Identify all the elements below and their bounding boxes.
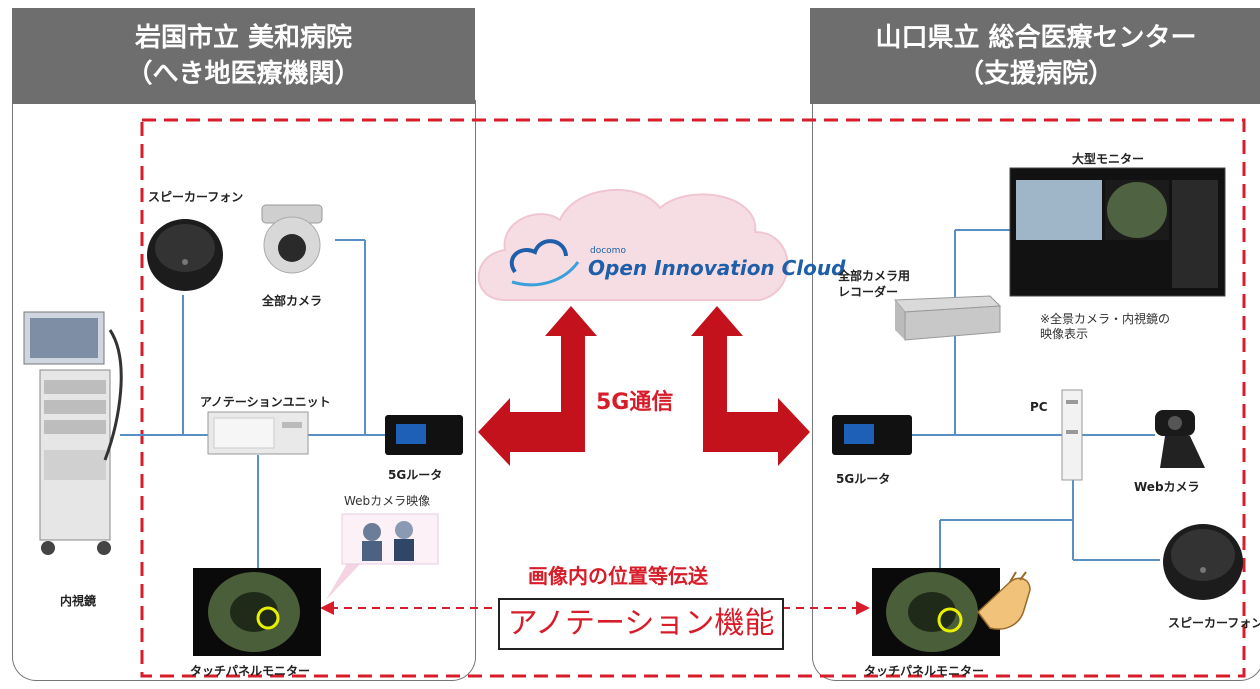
right-router-label: 5Gルータ: [836, 472, 891, 486]
left-hospital-subtitle: （へき地医療機関）: [126, 59, 361, 89]
right-touch-monitor-label: タッチパネルモニター: [864, 664, 985, 678]
webcam-label: Webカメラ: [1134, 480, 1200, 494]
right-5g-arrow-icon: [691, 306, 810, 466]
right-hospital-header: 山口県立 総合医療センター （支援病院）: [810, 8, 1260, 104]
right-speakerphone-label: スピーカーフォン: [1168, 616, 1260, 630]
right-connections: [912, 229, 1160, 570]
cloud-brand-small: docomo: [590, 246, 626, 256]
left-touch-monitor-label: タッチパネルモニター: [190, 664, 311, 678]
annotation-unit-label: アノテーションユニット: [200, 395, 331, 409]
pc-label: PC: [1030, 400, 1048, 414]
webcam-video-pointer: [326, 562, 362, 600]
left-hospital-title: 岩国市立 美和病院: [134, 23, 353, 53]
left-5g-arrow-icon: [478, 306, 597, 466]
5g-communication-label: 5G通信: [596, 390, 674, 415]
cloud-name: Open Innovation Cloud: [588, 256, 846, 280]
webcam-video-thumbnail: [341, 513, 439, 565]
endoscope-label: 内視鏡: [60, 594, 97, 608]
monitor-note: ※全景カメラ・内視鏡の 映像表示: [1040, 312, 1171, 341]
annotation-caption: 画像内の位置等伝送: [528, 564, 708, 588]
left-touch-monitor-icon: [193, 568, 321, 656]
system-boundary: [140, 118, 1246, 678]
left-hospital-header: 岩国市立 美和病院 （へき地医療機関）: [12, 8, 475, 104]
right-hospital-title: 山口県立 総合医療センター: [875, 23, 1197, 53]
hand-pointer-icon: [976, 571, 1031, 630]
cloud-shape: [477, 188, 789, 301]
left-speakerphone-icon: [147, 219, 223, 291]
webcam-video-label: Webカメラ映像: [344, 494, 431, 508]
annotation-feature-box: アノテーション機能: [498, 598, 784, 650]
endoscope-cart-icon: [23, 311, 123, 555]
right-5g-router-icon: [832, 415, 912, 455]
left-overview-camera-label: 全部カメラ: [262, 294, 323, 308]
recorder-icon: [893, 295, 1002, 341]
left-overview-camera-icon: [261, 204, 323, 274]
right-hospital-subtitle: （支援病院）: [957, 59, 1114, 89]
large-monitor-icon: [1009, 167, 1226, 297]
cloud-logo-icon: [509, 239, 580, 287]
right-speakerphone-icon: [1163, 524, 1243, 600]
recorder-label: 全部カメラ用 レコーダー: [838, 269, 911, 299]
left-speakerphone-label: スピーカーフォン: [148, 190, 244, 204]
left-router-label: 5Gルータ: [388, 468, 443, 482]
left-5g-router-icon: [385, 415, 463, 455]
webcam-icon: [1155, 410, 1205, 468]
annotation-link: [320, 601, 870, 615]
pc-tower-icon: [1061, 389, 1083, 481]
annotation-unit-icon: [207, 411, 309, 455]
large-monitor-label: 大型モニター: [1072, 152, 1145, 166]
